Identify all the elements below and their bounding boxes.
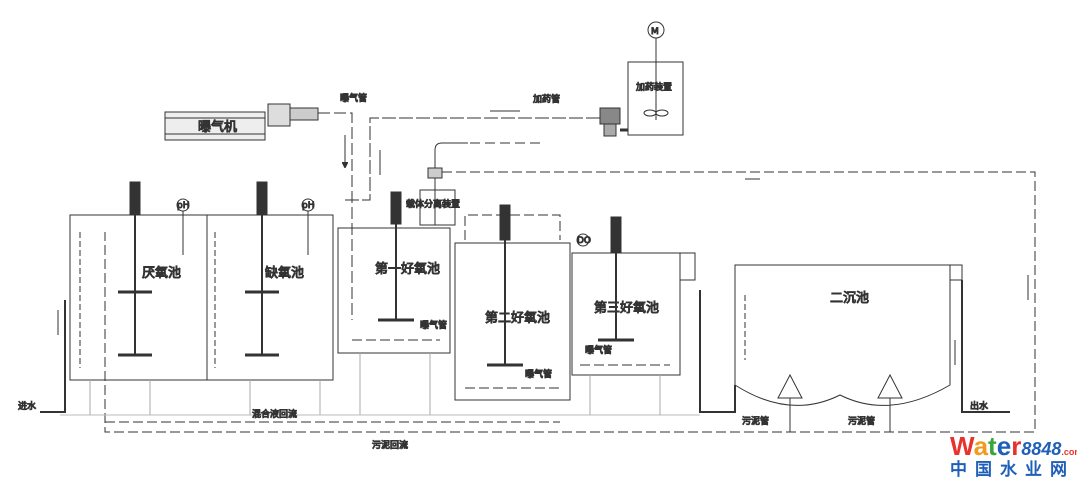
aerobic-tank-3-label: 第三好氧池 [594, 301, 659, 316]
svg-text:Water8848.com: Water8848.com [950, 431, 1077, 461]
do-label: DO [577, 236, 591, 246]
aerobic-tank-1-label: 第一好氧池 [375, 262, 440, 277]
mixed-liquor-return-label: 混合液回流 [252, 408, 297, 420]
sludge-return-label: 污泥回流 [372, 439, 408, 451]
motor-label: M [651, 27, 659, 37]
cone-icon [777, 373, 803, 399]
aerobic-tank-3 [571, 252, 681, 376]
ph-label: pH [177, 201, 189, 211]
anaerobic-tank-label: 厌氧池 [142, 266, 181, 281]
dosing-device-label: 加药装置 [636, 81, 672, 93]
outlet-label: 出水 [970, 400, 988, 412]
watermark-logo: Water8848.com 中国水业网 [950, 431, 1077, 480]
mixer-icon [118, 181, 152, 357]
secondary-clarifier [734, 264, 951, 406]
clarifier-label: 二沉池 [830, 291, 869, 306]
motor-icon [647, 21, 665, 39]
anaerobic-anoxic-tank [69, 214, 334, 381]
svg-text:中国水业网: 中国水业网 [950, 459, 1075, 480]
inlet-label: 进水 [18, 400, 36, 412]
aerobic-tank-1 [337, 227, 451, 354]
dosing-pump-icon [599, 107, 628, 137]
sludge-pipe-2-label: 污泥管 [848, 415, 875, 427]
aeration-pipe-main-label: 曝气管 [340, 92, 367, 104]
carrier-separator-label: 载体分离装置 [406, 198, 460, 210]
do-sensor-icon [576, 233, 590, 247]
aeration-pipe-2-label: 曝气管 [525, 368, 552, 380]
anoxic-tank-label: 缺氧池 [265, 266, 304, 281]
aerator-label: 曝气机 [198, 119, 237, 135]
sludge-pipe-1-label: 污泥管 [742, 415, 769, 427]
aerobic-tank-2-label: 第二好氧池 [485, 311, 550, 326]
mixer-icon [245, 181, 279, 357]
dosing-pipe-label: 加药管 [533, 93, 560, 105]
cone-icon [877, 373, 903, 399]
ph-label: pH [302, 201, 314, 211]
aeration-pipe-3-label: 曝气管 [585, 344, 612, 356]
aerator-icon [164, 103, 319, 141]
aeration-pipe-1-label: 曝气管 [420, 319, 447, 331]
aerobic-tank-2 [454, 242, 571, 401]
